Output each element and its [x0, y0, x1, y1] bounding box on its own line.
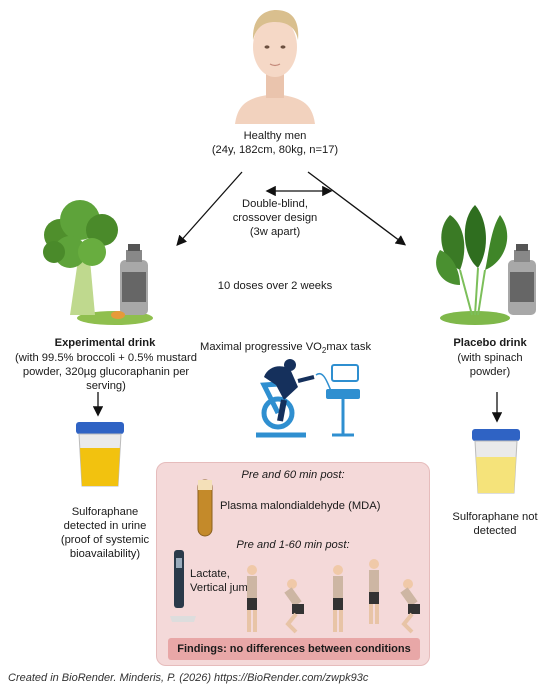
placebo-drink-description: (with spinach powder) — [440, 351, 540, 379]
broccoli-icon — [43, 200, 153, 325]
arrow-to-placebo — [307, 171, 407, 246]
spinach-icon — [436, 205, 536, 325]
lactate-line-1: Lactate, — [190, 568, 230, 580]
pre-1-60-min-label: Pre and 1-60 min post: — [236, 539, 350, 551]
sulf-exp-line-1: Sulforaphane — [71, 506, 139, 518]
experimental-drink-description: (with 99.5% broccoli + 0.5% mustard powd… — [14, 351, 198, 393]
subject-title: Healthy men — [243, 130, 307, 142]
exercise-task-label: Maximal progressive VO2max task — [200, 340, 400, 358]
lactate-meter-icon — [170, 550, 196, 622]
design-line-3: (3w apart) — [249, 226, 301, 238]
sulf-plc-line-1: Sulforaphane not — [452, 511, 538, 523]
urine-cup-icon — [76, 422, 124, 487]
jumping-person-icon — [247, 559, 420, 634]
study-design: Double-blind, crossover design (3w apart… — [220, 197, 330, 239]
blood-tube-icon — [197, 479, 213, 537]
person-icon — [235, 10, 315, 124]
task-subscript: 2 — [321, 346, 327, 356]
subject-description: Healthy men (24y, 182cm, 80kg, n=17) — [205, 129, 345, 157]
jump-phase-5 — [400, 579, 420, 634]
bike-ergometer-icon — [256, 359, 360, 438]
design-line-1: Double-blind, — [242, 198, 308, 210]
pre-60-min-label: Pre and 60 min post: — [241, 469, 345, 481]
findings-box — [168, 638, 420, 660]
placebo-drink-title: Placebo drink — [453, 337, 527, 349]
placebo-line-2: powder) — [469, 366, 511, 378]
subject-details: (24y, 182cm, 80kg, n=17) — [211, 144, 339, 156]
sulf-exp-line-2: detected in urine — [63, 520, 147, 532]
jump-phase-2 — [284, 579, 304, 634]
design-line-2: crossover design — [232, 212, 318, 224]
sulf-exp-line-3: (proof of systemic — [60, 534, 150, 546]
sulforaphane-detected-text: Sulforaphane detected in urine (proof of… — [40, 505, 170, 561]
lactate-jump-label: Lactate, Vertical jump — [190, 567, 280, 595]
doses-label: 10 doses over 2 weeks — [217, 280, 333, 292]
mda-label: Plasma malondialdehyde (MDA) — [220, 500, 381, 512]
sulforaphane-not-detected-text: Sulforaphane not detected — [440, 510, 550, 538]
biorender-credit[interactable]: Created in BioRender. Minderis, P. (2026… — [8, 672, 369, 684]
experimental-drink-title: Experimental drink — [54, 337, 156, 349]
exp-line-1: (with 99.5% broccoli + 0.5% mustard — [15, 352, 197, 364]
exp-line-2: powder, 320µg glucoraphanin per — [22, 366, 190, 378]
placebo-line-1: (with spinach — [457, 352, 523, 364]
sulf-plc-line-2: detected — [473, 525, 517, 537]
exp-line-3: serving) — [86, 380, 126, 392]
urine-cup-icon — [472, 429, 520, 494]
sulf-exp-line-4: bioavailability) — [69, 548, 141, 560]
arrow-to-experimental — [176, 171, 243, 246]
lactate-line-2: Vertical jump — [190, 582, 255, 594]
findings-label: Findings: no differences between conditi… — [177, 643, 411, 655]
jump-phase-3 — [333, 565, 343, 632]
jump-phase-4 — [369, 559, 379, 624]
task-prefix: Maximal progressive VO — [200, 341, 322, 353]
jump-phase-1 — [247, 565, 257, 632]
task-suffix: max task — [326, 341, 372, 353]
